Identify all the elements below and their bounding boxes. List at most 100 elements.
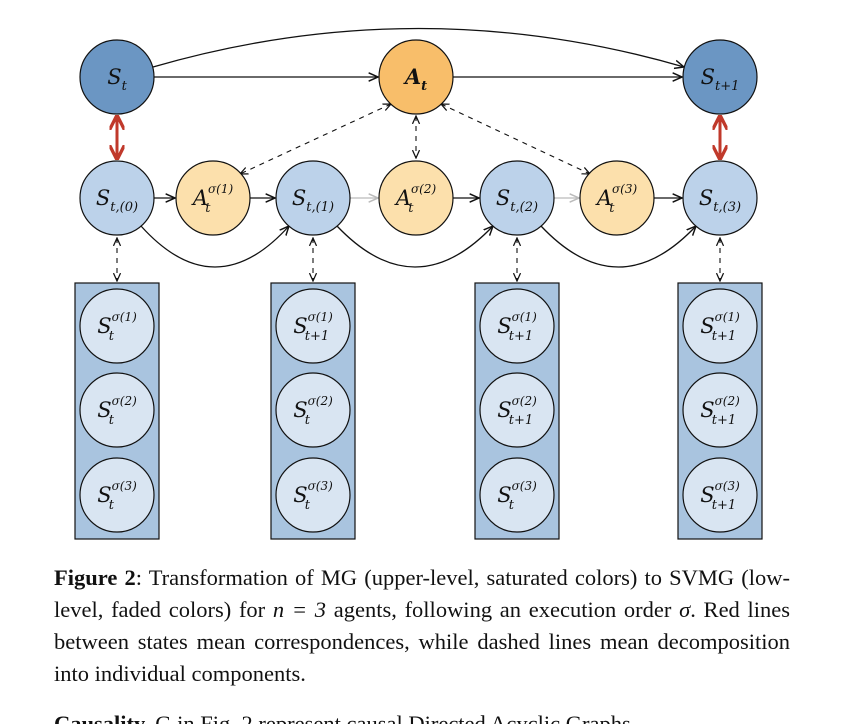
node-label-sup: σ(3) xyxy=(612,182,638,196)
node-label-base: S xyxy=(700,398,714,422)
node-s-t-3: St,(3) xyxy=(682,160,758,236)
node-label: Sσ(1)t+1 xyxy=(293,310,333,344)
node-label-sup: σ(3) xyxy=(112,479,138,493)
column-2-state-2-shape xyxy=(479,457,555,533)
node-label-base: S xyxy=(107,65,121,89)
node-label-sub: t xyxy=(122,79,128,94)
node-label: Aσ(1)t xyxy=(191,182,234,216)
node-label-base: S xyxy=(496,186,510,210)
node-label-sub: t xyxy=(421,79,427,94)
node-a-sigma-1: Aσ(1)t xyxy=(175,160,251,236)
node-s-t-3-shape xyxy=(682,160,758,236)
caption-n-eq: n = 3 xyxy=(272,597,327,622)
node-label-sup: σ(2) xyxy=(308,394,334,408)
node-label: Sσ(2)t xyxy=(293,394,333,428)
node-label-sub: t xyxy=(509,498,515,513)
diagram-canvas: Sσ(1)tSσ(2)tSσ(3)tSσ(1)t+1Sσ(2)tSσ(3)tSσ… xyxy=(74,27,763,540)
node-s-t1: St+1 xyxy=(682,39,758,115)
column-0-state-0: Sσ(1) t xyxy=(79,288,155,364)
node-label: At xyxy=(403,64,427,94)
next-paragraph: Causality. G in Fig. 2 represent causal … xyxy=(54,708,790,724)
node-label-sub: t+1 xyxy=(712,413,736,428)
node-label: St,(1) xyxy=(292,186,334,215)
node-label-sup: σ(1) xyxy=(308,310,334,324)
node-label-sup: σ(2) xyxy=(411,182,437,196)
node-label-base: S xyxy=(497,314,511,338)
node-label-sub: t xyxy=(109,329,115,344)
node-label: Sσ(1) t+1 xyxy=(497,310,537,344)
node-a-sigma-2: Aσ(2)t xyxy=(378,160,454,236)
node-label-sub: t+1 xyxy=(715,79,739,94)
node-a-t-shape xyxy=(378,39,454,115)
node-label-base: A xyxy=(403,64,421,89)
node-a-sigma-3-shape xyxy=(579,160,655,236)
decomposition-at-to-a3 xyxy=(441,104,590,174)
node-label: St xyxy=(107,65,127,94)
edge-s0-to-s1-skip xyxy=(140,226,289,268)
node-label-sub: t,(1) xyxy=(306,200,334,215)
column-0-state-2: Sσ(3)t xyxy=(79,457,155,533)
node-label-sub: t xyxy=(109,498,115,513)
node-label-sup: σ(1) xyxy=(512,310,538,324)
node-label: Sσ(1) t xyxy=(97,310,137,344)
column-1-state-0-shape xyxy=(275,288,351,364)
node-label-base: S xyxy=(96,186,110,210)
node-label-sup: σ(2) xyxy=(715,394,741,408)
column-2-state-1-shape xyxy=(479,372,555,448)
node-label-sub: t xyxy=(408,201,414,216)
nodes-layer: Sσ(1)tSσ(2)tSσ(3)tSσ(1)t+1Sσ(2)tSσ(3)tSσ… xyxy=(74,39,763,540)
column-1-state-2: Sσ(3)t xyxy=(275,457,351,533)
node-label-sub: t xyxy=(305,498,311,513)
node-a-t: At xyxy=(378,39,454,115)
node-label-sub: t,(0) xyxy=(110,200,138,215)
node-label-sub: t xyxy=(609,201,615,216)
node-label-sub: t xyxy=(109,413,115,428)
column-1-state-0: Sσ(1)t+1 xyxy=(275,288,351,364)
column-2-state-1: Sσ(2)t+1 xyxy=(479,372,555,448)
node-label-base: S xyxy=(292,186,306,210)
node-label-sub: t+1 xyxy=(509,329,533,344)
node-a-sigma-2-shape xyxy=(378,160,454,236)
node-label-base: S xyxy=(701,65,715,89)
node-label-sub: t+1 xyxy=(712,498,736,513)
node-label-sub: t,(2) xyxy=(510,200,538,215)
node-label-sup: σ(1) xyxy=(112,310,138,324)
node-s-t-1-shape xyxy=(275,160,351,236)
node-a-sigma-3: Aσ(3) t xyxy=(579,160,655,236)
column-1: Sσ(1)t+1Sσ(2)tSσ(3)t xyxy=(270,282,356,540)
decomposition-at-to-a1 xyxy=(240,104,391,174)
node-label: St,(3) xyxy=(699,186,741,215)
node-label-sub: t xyxy=(305,413,311,428)
column-0-state-1-shape xyxy=(79,372,155,448)
node-a-sigma-1-shape xyxy=(175,160,251,236)
column-0-state-2-shape xyxy=(79,457,155,533)
figure-caption: Figure 2: Transformation of MG (upper-le… xyxy=(54,562,790,690)
node-label-sub: t+1 xyxy=(305,329,329,344)
node-s-t-shape xyxy=(79,39,155,115)
caption-sigma: σ xyxy=(679,597,691,622)
node-s-t-0-shape xyxy=(79,160,155,236)
column-2-state-0: Sσ(1) t+1 xyxy=(479,288,555,364)
node-label-sup: σ(1) xyxy=(715,310,741,324)
column-2: Sσ(1)t+1Sσ(2)t+1Sσ(3)t xyxy=(474,282,560,540)
node-label: Sσ(1) t+1 xyxy=(700,310,740,344)
column-1-state-1-shape xyxy=(275,372,351,448)
node-label-base: S xyxy=(700,314,714,338)
edges-layer xyxy=(117,27,720,282)
column-3: Sσ(1)t+1Sσ(2)t+1Sσ(3)t+1 xyxy=(677,282,763,540)
node-label-base: S xyxy=(97,314,111,338)
node-label: Aσ(3) t xyxy=(595,182,638,216)
column-2-state-0-shape xyxy=(479,288,555,364)
node-label-base: A xyxy=(595,186,612,210)
column-3-state-0: Sσ(1) t+1 xyxy=(682,288,758,364)
node-label-base: S xyxy=(700,483,714,507)
column-0-state-0-shape xyxy=(79,288,155,364)
node-label-sup: σ(2) xyxy=(112,394,138,408)
node-label-sup: σ(3) xyxy=(715,479,741,493)
column-3-state-1: Sσ(2) t+1 xyxy=(682,372,758,448)
node-label-sub: t+1 xyxy=(509,413,533,428)
column-1-state-1: Sσ(2)t xyxy=(275,372,351,448)
node-s-t-2: St,(2) xyxy=(479,160,555,236)
node-label-sub: t+1 xyxy=(712,329,736,344)
